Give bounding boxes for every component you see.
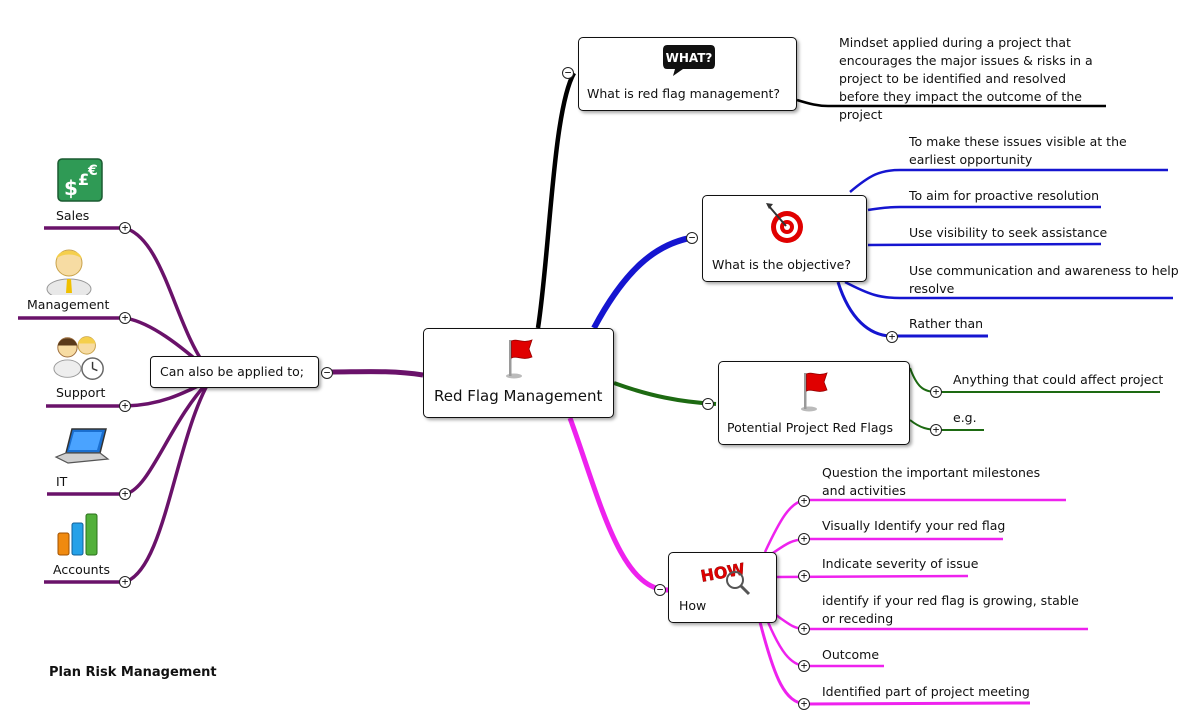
what-node-label: What is red flag management? [587, 86, 781, 101]
objective-node-label: What is the objective? [712, 257, 851, 272]
how-magnifier-icon: HOW [701, 559, 751, 596]
applied-node-label: Can also be applied to; [160, 364, 304, 379]
connector-objective [591, 235, 691, 330]
connector-how [567, 417, 669, 593]
potential-item-1: Anything that could affect project [953, 372, 1164, 387]
connector-objective-3 [867, 242, 1102, 247]
footer-title: Plan Risk Management [49, 665, 217, 680]
how-collapse-toggle[interactable]: − [654, 584, 666, 596]
connector-objective-2 [867, 205, 1101, 212]
applied-item-accounts: Accounts [53, 562, 110, 577]
how-item-1: Question the important milestones and ac… [822, 465, 1041, 498]
support-people-clock-icon [53, 336, 104, 380]
potential-item-2: e.g. [953, 410, 977, 425]
connector-potential [613, 381, 717, 406]
how-item-1-expand-toggle[interactable]: + [798, 495, 810, 507]
red-flag-icon [801, 372, 828, 412]
connector-applied-sales [44, 226, 212, 374]
how-item-2: Visually Identify your red flag [822, 518, 1006, 533]
objective-item-1: To make these issues visible at the earl… [909, 134, 1127, 167]
applied-collapse-toggle[interactable]: − [321, 367, 333, 379]
how-item-3: Indicate severity of issue [822, 556, 979, 571]
how-node-label: How [679, 598, 707, 613]
applied-item-sales-expand-toggle[interactable]: + [119, 222, 131, 234]
applied-item-it: IT [56, 474, 68, 489]
connector-objective-1 [849, 168, 1168, 193]
what-collapse-toggle[interactable]: − [562, 67, 574, 79]
connector-applied-accounts [44, 379, 212, 584]
objective-item-2: To aim for proactive resolution [909, 188, 1100, 203]
bar-chart-icon [57, 513, 98, 556]
central-node[interactable]: Red Flag Management [423, 328, 614, 418]
what-node[interactable]: WHAT? What is red flag management? [578, 37, 797, 111]
how-item-6: Identified part of project meeting [822, 684, 1030, 699]
applied-item-management-expand-toggle[interactable]: + [119, 312, 131, 324]
manager-person-icon [46, 249, 92, 295]
applied-item-sales: Sales [56, 208, 90, 223]
potential-item-1-expand-toggle[interactable]: + [930, 386, 942, 398]
potential-item-2-expand-toggle[interactable]: + [930, 424, 942, 436]
how-item-4: identify if your red flag is growing, st… [822, 593, 1079, 626]
how-item-5: Outcome [822, 647, 880, 662]
svg-text:WHAT?: WHAT? [666, 51, 713, 65]
objective-item-4: Use communication and awareness to help … [909, 263, 1179, 296]
svg-text:€: € [87, 163, 98, 179]
connector-applied [331, 369, 424, 378]
applied-item-support: Support [56, 385, 106, 400]
connector-what [535, 71, 576, 329]
potential-node[interactable]: Potential Project Red Flags [718, 361, 910, 445]
how-item-6-expand-toggle[interactable]: + [798, 698, 810, 710]
how-item-5-expand-toggle[interactable]: + [798, 660, 810, 672]
svg-text:$: $ [64, 176, 78, 200]
svg-text:£: £ [78, 170, 89, 189]
target-icon [766, 203, 803, 243]
applied-item-management: Management [27, 297, 110, 312]
central-node-label: Red Flag Management [434, 387, 603, 405]
currency-icon: $ £ € [57, 158, 103, 202]
how-item-4-expand-toggle[interactable]: + [798, 623, 810, 635]
connector-what-answer [796, 98, 1106, 108]
applied-item-support-expand-toggle[interactable]: + [119, 400, 131, 412]
red-flag-icon [506, 339, 533, 379]
objective-item-3: Use visibility to seek assistance [909, 225, 1108, 240]
how-item-2-expand-toggle[interactable]: + [798, 533, 810, 545]
potential-node-label: Potential Project Red Flags [727, 420, 893, 435]
what-answer-text: Mindset applied during a project that en… [839, 35, 1093, 122]
applied-node[interactable]: Can also be applied to; [150, 356, 319, 388]
how-node[interactable]: HOW How [668, 552, 777, 623]
objective-item-5: Rather than [909, 316, 984, 331]
applied-item-accounts-expand-toggle[interactable]: + [119, 576, 131, 588]
objective-collapse-toggle[interactable]: − [686, 232, 698, 244]
potential-collapse-toggle[interactable]: − [702, 398, 714, 410]
connector-objective-4 [844, 280, 1173, 300]
laptop-icon [54, 428, 110, 464]
objective-item-5-expand-toggle[interactable]: + [886, 331, 898, 343]
objective-node[interactable]: What is the objective? [702, 195, 867, 282]
applied-item-it-expand-toggle[interactable]: + [119, 488, 131, 500]
what-speech-bubble-icon: WHAT? [663, 45, 715, 76]
how-item-3-expand-toggle[interactable]: + [798, 570, 810, 582]
